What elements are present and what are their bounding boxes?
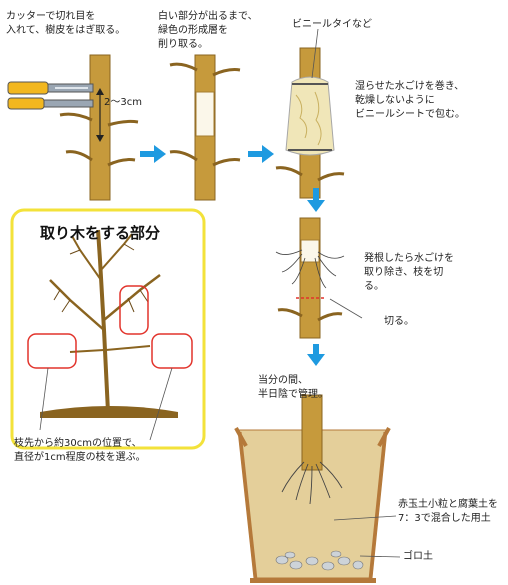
step3-instruction: 湿らせた水ごけを巻き、 乾燥しないように ビニールシートで包む。 — [355, 81, 465, 120]
gravel-leader-line — [359, 555, 401, 558]
step5-branch — [281, 394, 343, 505]
soil-leader-line — [333, 515, 397, 521]
inset-caption: 枝先から約30cmの位置で、 直径が1cm程度の枝を選ぶ。 — [14, 438, 146, 463]
arrow-step1-to-step2 — [140, 145, 166, 163]
arrow-step3-to-step4 — [307, 188, 325, 212]
tie-leader-line — [311, 28, 319, 79]
arrow-step2-to-step3 — [248, 145, 274, 163]
step5-instruction: 当分の間、 半日陰で管理。 — [258, 375, 328, 400]
inset-title: 取り木をする部分 — [40, 224, 161, 242]
inset-tree — [40, 229, 178, 418]
cutter-icon — [7, 81, 94, 110]
inset-leader-right — [149, 367, 173, 441]
step1-branch — [59, 54, 139, 201]
step2-branch — [169, 54, 241, 201]
inset-frame — [10, 208, 206, 450]
step4-instruction: 発根したら水ごけを 取り除き、枝を切 る。 — [364, 253, 454, 292]
pot — [234, 427, 391, 583]
soil-label: 赤玉土小粒と腐葉土を 7：3で混合した用土 — [398, 499, 498, 524]
measure-arrow — [96, 88, 104, 142]
cut-leader-line — [329, 298, 363, 319]
step2-instruction: 白い部分が出るまで、 緑色の形成層を 削り取る。 — [158, 11, 258, 50]
inset-leader-left — [39, 367, 49, 431]
arrow-step4-to-step5 — [307, 344, 325, 366]
gravel-label: ゴロ土 — [403, 551, 433, 562]
cut-label: 切る。 — [384, 316, 414, 327]
step1-instruction: カッターで切れ目を 入れて、樹皮をはぎ取る。 — [6, 11, 126, 36]
gravel-layer — [275, 550, 364, 571]
moss-wrap — [285, 76, 335, 156]
tie-label: ビニールタイなど — [292, 19, 372, 30]
step4-branch — [275, 217, 345, 339]
inset-highlights — [27, 285, 193, 369]
measure-label: 2〜3cm — [104, 97, 142, 108]
